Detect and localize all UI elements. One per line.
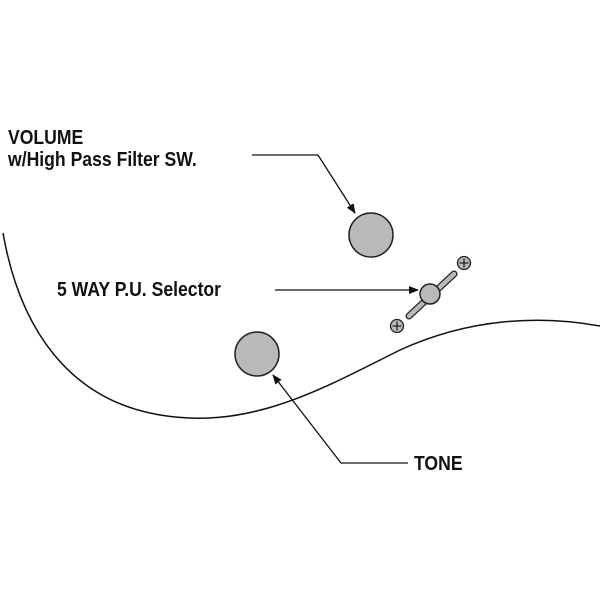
screw-icon bbox=[389, 318, 405, 334]
tone-label: TONE bbox=[414, 453, 463, 475]
volume-knob bbox=[348, 212, 394, 258]
body-outline-curve bbox=[2, 232, 600, 419]
selector-label: 5 WAY P.U. Selector bbox=[57, 279, 222, 301]
pickup-selector-switch bbox=[405, 270, 458, 320]
volume-label: VOLUME bbox=[8, 127, 84, 149]
volume-leader-arrow bbox=[252, 154, 356, 214]
tone-knob bbox=[234, 331, 280, 377]
tone-leader-arrow bbox=[272, 374, 408, 464]
screw-icon bbox=[456, 255, 472, 271]
volume-sublabel: w/High Pass Filter SW. bbox=[8, 149, 197, 171]
